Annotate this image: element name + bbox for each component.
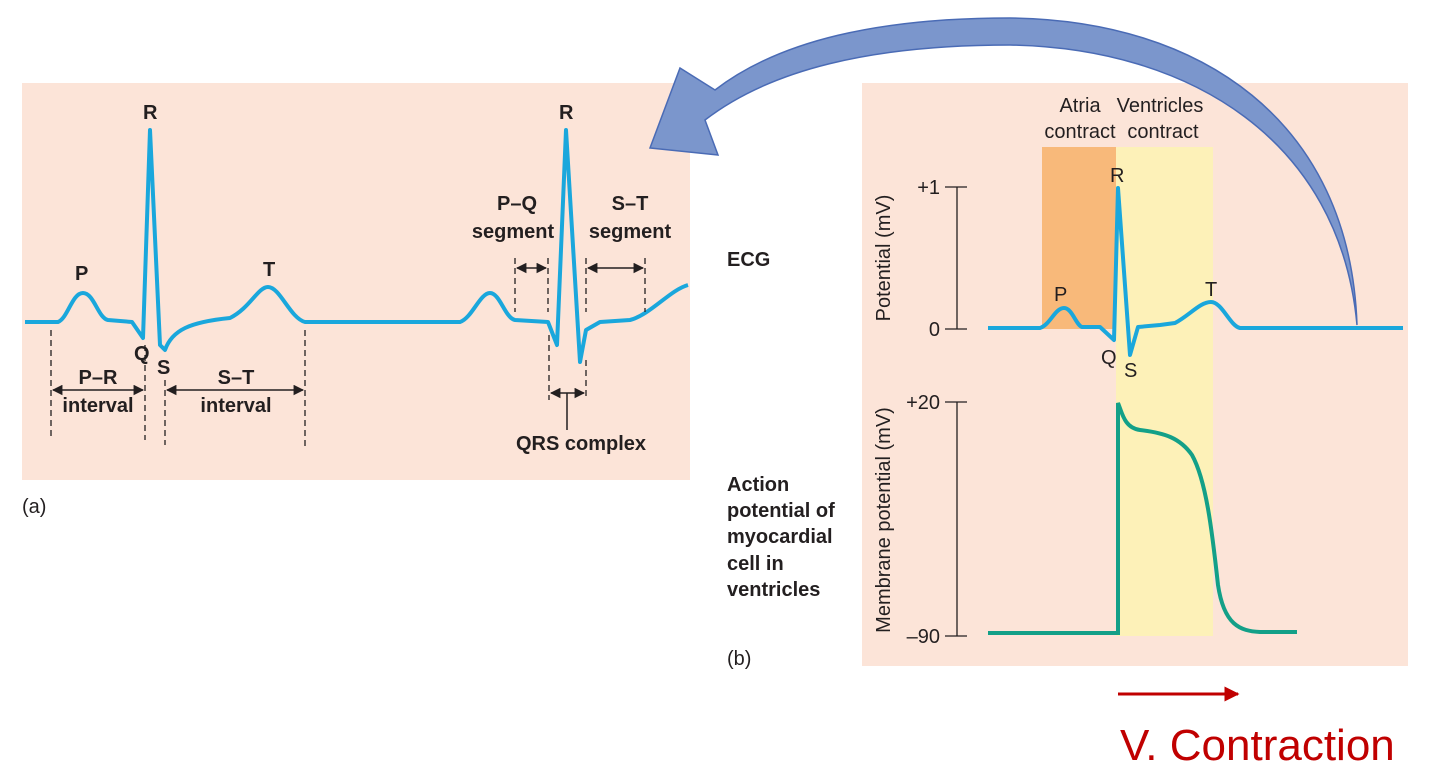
pr-interval-label: P–R — [79, 367, 118, 389]
ecg-trace-b — [988, 186, 1403, 357]
pr-interval-label: interval — [62, 395, 133, 417]
panel-a-background — [22, 83, 690, 480]
curved-arrow-icon — [648, 17, 1358, 326]
st-interval-label: S–T — [218, 367, 255, 389]
action-potential-trace — [988, 402, 1297, 635]
label-r: R — [143, 102, 158, 124]
panel-a-label: (a) — [22, 496, 46, 518]
atria-contract-band — [1042, 147, 1116, 329]
ap-y-axis-label: Membrane potential (mV) — [873, 407, 895, 633]
ecg-row-label: ECG — [727, 249, 770, 271]
ecg-axis — [945, 186, 967, 330]
ecg-y-axis-label: Potential (mV) — [873, 195, 895, 322]
ventricles-label: Ventricles — [1117, 95, 1204, 117]
ap-axis — [945, 401, 967, 637]
label-line: potential of — [727, 500, 835, 522]
label-q: Q — [1101, 347, 1117, 369]
atria-label: contract — [1044, 121, 1116, 143]
tick-label: +1 — [917, 177, 940, 199]
panel-b-label: (b) — [727, 648, 751, 670]
label-r: R — [1110, 165, 1124, 187]
panel-b: Atria contract Ventricles contract +1 0 … — [873, 95, 1403, 648]
label-p: P — [75, 263, 88, 285]
panel-a: R R P T Q S P–R interval S–T interval P–… — [22, 102, 689, 518]
label-t: T — [263, 259, 275, 281]
tick-label: 0 — [929, 319, 940, 341]
ventricles-contract-band — [1116, 147, 1213, 636]
st-segment-label: S–T — [612, 193, 649, 215]
tick-label: –90 — [907, 626, 940, 648]
action-potential-row-label: Action potential of myocardial cell in v… — [727, 474, 835, 601]
pq-segment-label: segment — [472, 221, 555, 243]
atria-label: Atria — [1059, 95, 1101, 117]
pq-segment-label: P–Q — [497, 193, 537, 215]
st-segment-label: segment — [589, 221, 672, 243]
label-p: P — [1054, 284, 1067, 306]
label-line: ventricles — [727, 579, 820, 601]
ecg-trace-a — [25, 128, 689, 364]
qrs-complex-label: QRS complex — [516, 433, 646, 455]
v-contraction-label: V. Contraction — [1120, 721, 1395, 770]
st-interval-label: interval — [200, 395, 271, 417]
label-t: T — [1205, 279, 1217, 301]
label-q: Q — [134, 343, 150, 365]
label-s: S — [157, 357, 170, 379]
label-line: myocardial — [727, 526, 833, 548]
tick-label: +20 — [906, 392, 940, 414]
label-line: Action — [727, 474, 789, 496]
label-s: S — [1124, 360, 1137, 382]
label-line: cell in — [727, 553, 784, 575]
label-r: R — [559, 102, 574, 124]
ventricles-label: contract — [1127, 121, 1199, 143]
